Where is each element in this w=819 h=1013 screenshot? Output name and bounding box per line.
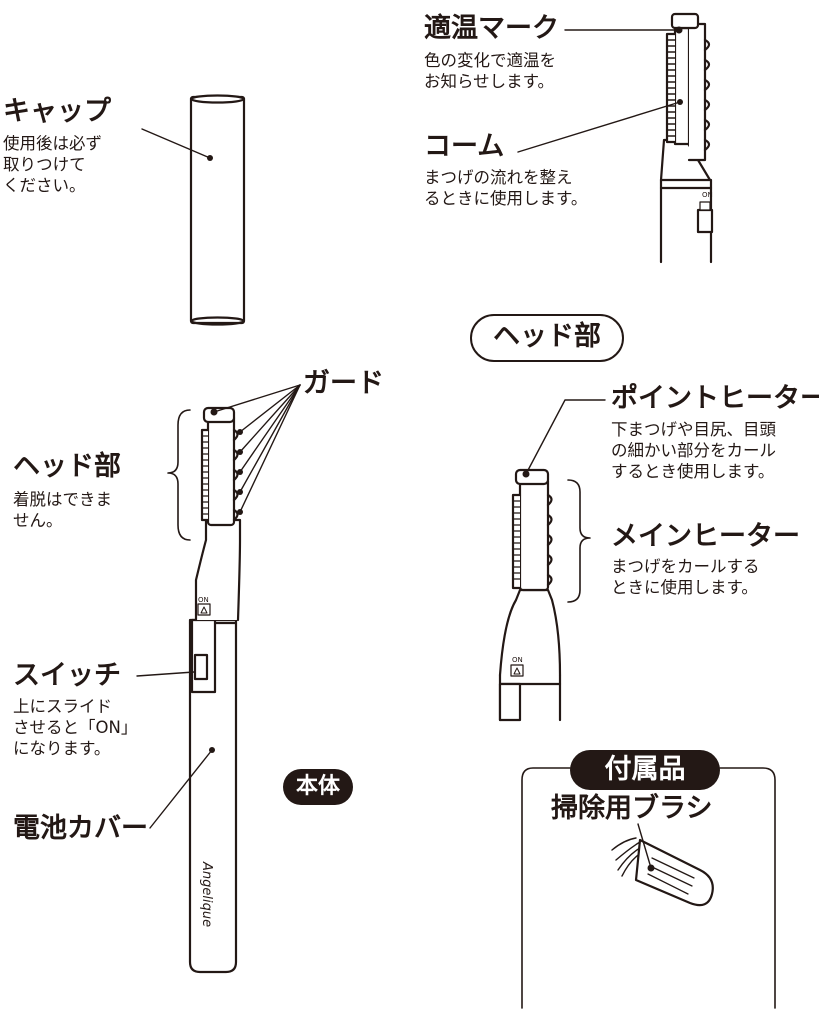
head-brace	[167, 409, 191, 541]
svg-text:ON: ON	[198, 596, 209, 604]
accessory-frame	[521, 767, 776, 1009]
temp-mark-desc: 色の変化で適温を お知らせします。	[424, 51, 556, 91]
cap-desc: 使用後は必ず 取りつけて ください。	[3, 134, 102, 195]
switch-leader	[136, 671, 195, 677]
cap-illustration	[189, 94, 246, 326]
guard-title: ガード	[303, 368, 384, 399]
point-heater-desc: 下まつげや目尻、目頭 の細かい部分をカール するとき使用します。	[611, 420, 776, 481]
battery-leader	[149, 749, 213, 829]
cap-leader	[141, 128, 211, 159]
accessory-item: 掃除用ブラシ	[551, 793, 713, 824]
comb-leader	[517, 101, 681, 153]
svg-text:ON: ON	[702, 191, 713, 199]
guard-leaders	[213, 384, 301, 513]
head-closeup-top: ON	[659, 12, 714, 264]
comb-desc: まつげの流れを整え るときに使用します。	[424, 168, 588, 208]
temp-mark-title: 適温マーク	[424, 13, 559, 44]
accessory-title: 付属品	[570, 750, 720, 790]
brush-leader	[637, 823, 652, 869]
switch-desc: 上にスライド させると「ON」 になります。	[13, 697, 138, 758]
main-heater-title: メインヒーター	[611, 521, 800, 552]
head-title: ヘッド部	[13, 451, 121, 482]
main-heater-brace	[567, 479, 591, 603]
point-heater-leader	[525, 399, 606, 475]
head-closeup-middle: ON	[498, 468, 562, 722]
body-section-label: 本体	[283, 769, 353, 805]
brand-label: Angelique	[199, 861, 214, 927]
cap-title: キャップ	[3, 96, 111, 127]
point-heater-title: ポイントヒーター	[611, 383, 819, 414]
main-heater-desc: まつげをカールする ときに使用します。	[611, 557, 760, 597]
svg-text:ON: ON	[512, 656, 523, 664]
device-illustration: ON	[188, 406, 243, 974]
head-section-label: ヘッド部	[470, 314, 624, 362]
comb-title: コーム	[424, 131, 505, 162]
switch-title: スイッチ	[13, 660, 121, 691]
battery-cover-title: 電池カバー	[13, 813, 148, 844]
head-desc: 着脱はできま せん。	[13, 490, 112, 530]
brush-icon	[611, 837, 714, 907]
